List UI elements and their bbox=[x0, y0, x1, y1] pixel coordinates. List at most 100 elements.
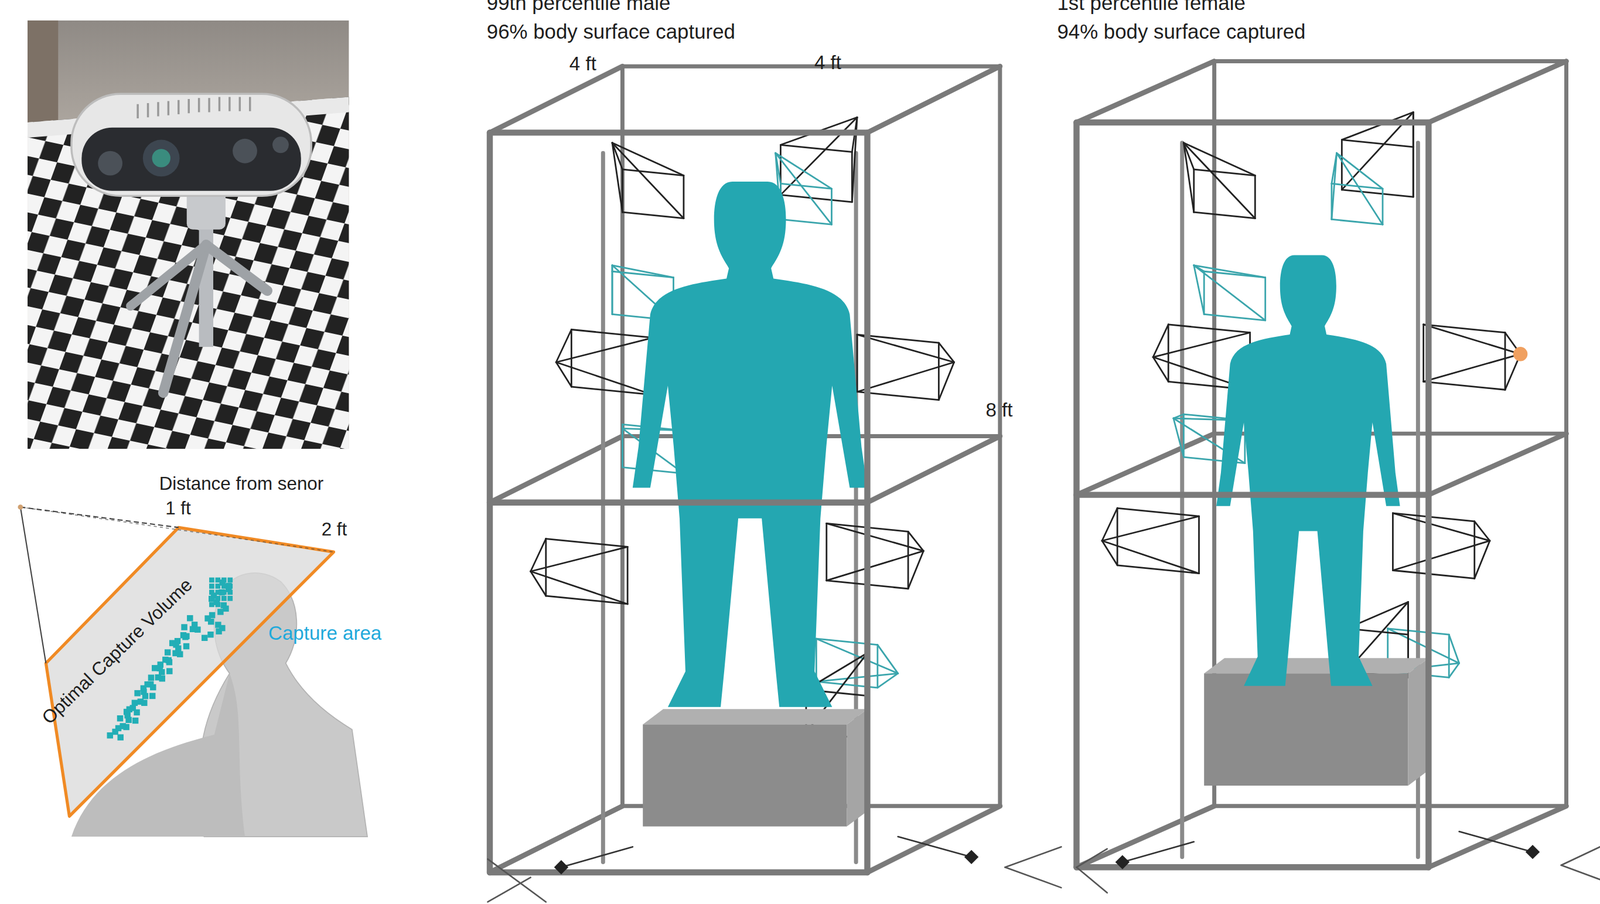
point-sample bbox=[148, 674, 155, 681]
frame-bar bbox=[1076, 806, 1214, 868]
camera-frustum bbox=[1117, 565, 1199, 574]
camera-frustum bbox=[937, 342, 940, 401]
camera-frustum bbox=[816, 673, 898, 682]
point-sample bbox=[132, 717, 139, 724]
point-sample bbox=[209, 583, 215, 589]
axis-line bbox=[488, 877, 531, 903]
camera-frustum bbox=[938, 362, 954, 400]
point-sample bbox=[133, 709, 140, 716]
camera-frustum bbox=[626, 546, 629, 605]
camera-frustum bbox=[1474, 521, 1490, 541]
dimension: 8 ft bbox=[985, 400, 1013, 422]
frame-bar bbox=[622, 64, 1000, 69]
camera-frustum bbox=[1331, 183, 1333, 220]
camera-frustum bbox=[1392, 513, 1394, 571]
axis-line bbox=[1561, 846, 1600, 865]
frame-bar bbox=[867, 806, 1000, 873]
camera-frustum bbox=[908, 550, 924, 589]
camera-frustum bbox=[1116, 507, 1119, 566]
camera-frustum bbox=[780, 219, 832, 225]
area-label: Capture area bbox=[268, 623, 382, 645]
camera-frustum bbox=[816, 638, 898, 674]
point-sample bbox=[221, 595, 227, 602]
point-sample bbox=[134, 690, 141, 697]
camera-frustum bbox=[1341, 140, 1343, 190]
point-sample bbox=[172, 650, 179, 657]
camera-frustum bbox=[1264, 277, 1267, 321]
point-sample bbox=[209, 601, 215, 607]
camera-frustum bbox=[555, 329, 572, 363]
point-sample bbox=[209, 595, 215, 602]
camera-frustum bbox=[622, 169, 684, 176]
point-sample bbox=[151, 664, 158, 671]
camera-frustum bbox=[780, 195, 852, 203]
point-sample bbox=[137, 698, 144, 705]
axis-line bbox=[1005, 867, 1062, 888]
point-sample bbox=[207, 618, 214, 625]
camera-frustum bbox=[1504, 332, 1507, 391]
point-sample bbox=[162, 656, 169, 663]
camera-frustum bbox=[546, 595, 628, 605]
selected-camera bbox=[1513, 346, 1528, 361]
camera-frustum bbox=[1341, 189, 1414, 197]
camera-frustum bbox=[1193, 265, 1266, 321]
frame-bar bbox=[1214, 803, 1567, 808]
camera-frustum bbox=[1168, 324, 1250, 333]
camera-frustum bbox=[530, 538, 547, 572]
camera-frustum bbox=[1102, 507, 1118, 541]
camera-frustum bbox=[1448, 634, 1451, 678]
frame-bar bbox=[1076, 119, 1429, 126]
camera-frustum bbox=[1183, 142, 1194, 213]
camera-frustum bbox=[1423, 324, 1506, 333]
camera-frustum bbox=[1254, 175, 1257, 219]
camera-frustum bbox=[612, 265, 674, 278]
coverage-value: 96% body surface captured bbox=[486, 20, 736, 43]
dimension: 4 ft bbox=[569, 53, 597, 75]
frame-bar bbox=[489, 499, 868, 506]
camera-frustum bbox=[1341, 140, 1414, 148]
frame-bar bbox=[601, 152, 606, 862]
camera-frustum bbox=[612, 142, 623, 213]
axis-line bbox=[898, 836, 972, 858]
camera-frustum bbox=[1423, 353, 1521, 382]
frame-bar bbox=[1076, 433, 1214, 495]
camera-frustum bbox=[1167, 324, 1170, 382]
camera-frustum bbox=[1102, 540, 1118, 566]
body-scan bbox=[1216, 254, 1401, 686]
frame-bar bbox=[489, 869, 868, 876]
camera-frustum bbox=[1331, 152, 1337, 220]
sensor-photo bbox=[27, 20, 350, 449]
camera-frustum bbox=[1173, 418, 1184, 457]
point-sample bbox=[221, 583, 227, 589]
camera-frustum bbox=[1331, 219, 1383, 225]
camera-frustum bbox=[876, 645, 879, 688]
subject-title: 1st percentile female bbox=[1056, 0, 1245, 15]
point-sample bbox=[221, 577, 227, 583]
camera-frustum bbox=[1341, 112, 1414, 141]
camera-frustum bbox=[1198, 516, 1200, 574]
dimension: 4 ft bbox=[814, 53, 842, 75]
point-sample bbox=[119, 722, 126, 729]
camera-frustum bbox=[1152, 357, 1169, 382]
capture-volume-diagram bbox=[17, 504, 368, 837]
frame-bar bbox=[867, 66, 1000, 133]
frame-bar bbox=[1428, 433, 1567, 495]
camera-frustum bbox=[1183, 142, 1255, 219]
frame-bar bbox=[1076, 491, 1429, 498]
axis-marker bbox=[964, 850, 979, 865]
camera-frustum bbox=[1422, 324, 1425, 382]
platform-top bbox=[642, 708, 868, 725]
capture-rig-female bbox=[1076, 60, 1567, 868]
camera-frustum bbox=[622, 212, 684, 218]
camera-frustum bbox=[530, 571, 547, 596]
camera-frustum bbox=[908, 531, 924, 551]
frame-bar bbox=[1214, 59, 1567, 64]
camera-frustum bbox=[1182, 414, 1185, 457]
point-sample bbox=[117, 715, 124, 722]
point-sample bbox=[207, 631, 214, 638]
frame-bar bbox=[489, 129, 868, 136]
camera-frustum bbox=[825, 523, 828, 581]
axis-line bbox=[1076, 848, 1107, 868]
